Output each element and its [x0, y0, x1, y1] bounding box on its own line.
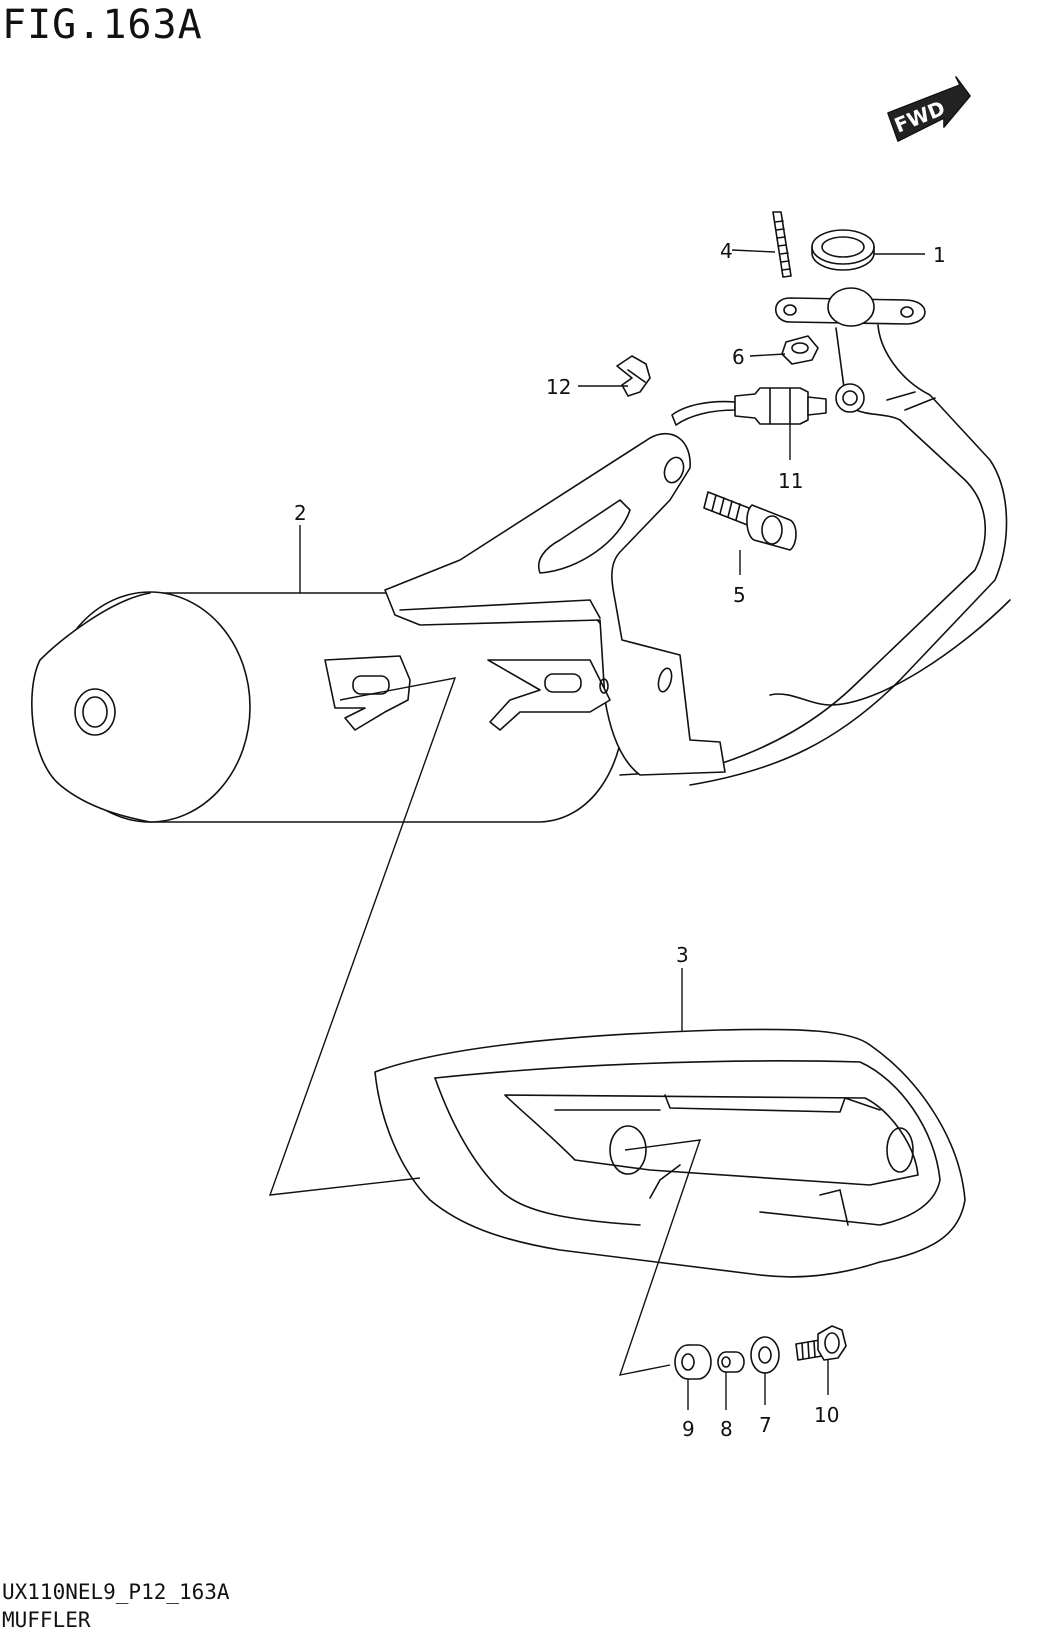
- figure-caption: MUFFLER: [2, 1608, 91, 1632]
- leader-lines: [268, 249, 925, 1410]
- exhaust-pipe-part: [619, 287, 1011, 786]
- callout-5: 5: [733, 583, 746, 607]
- callout-8: 8: [720, 1417, 733, 1441]
- heat-shield-part: [374, 1028, 966, 1278]
- callout-2: 2: [294, 501, 307, 525]
- muffler-part: [31, 432, 726, 823]
- callout-12: 12: [546, 375, 571, 399]
- callout-6: 6: [732, 345, 745, 369]
- callout-7: 7: [759, 1413, 772, 1437]
- oxygen-sensor-part: [671, 387, 827, 426]
- bolt-part: [703, 491, 797, 551]
- nut-part: [781, 335, 819, 365]
- figure-title: FIG.163A: [2, 2, 203, 48]
- forward-arrow-icon: FWD: [887, 76, 971, 142]
- callout-1: 1: [933, 243, 946, 267]
- callout-3: 3: [676, 943, 689, 967]
- callout-4: 4: [720, 239, 733, 263]
- clamp-part: [616, 355, 651, 397]
- gasket-part: [811, 229, 875, 271]
- grommet-part: [674, 1344, 712, 1380]
- shield-bolt-part: [795, 1325, 847, 1361]
- callout-11: 11: [778, 469, 803, 493]
- collar-part: [717, 1351, 745, 1373]
- washer-part: [750, 1336, 780, 1374]
- callout-10: 10: [814, 1403, 839, 1427]
- figure-code: UX110NEL9_P12_163A: [2, 1580, 230, 1604]
- callout-numbers: 4 1 6 12 11 2 5 3 9 8 7 10: [294, 239, 946, 1441]
- stud-bolt-part: [772, 211, 792, 278]
- callout-9: 9: [682, 1417, 695, 1441]
